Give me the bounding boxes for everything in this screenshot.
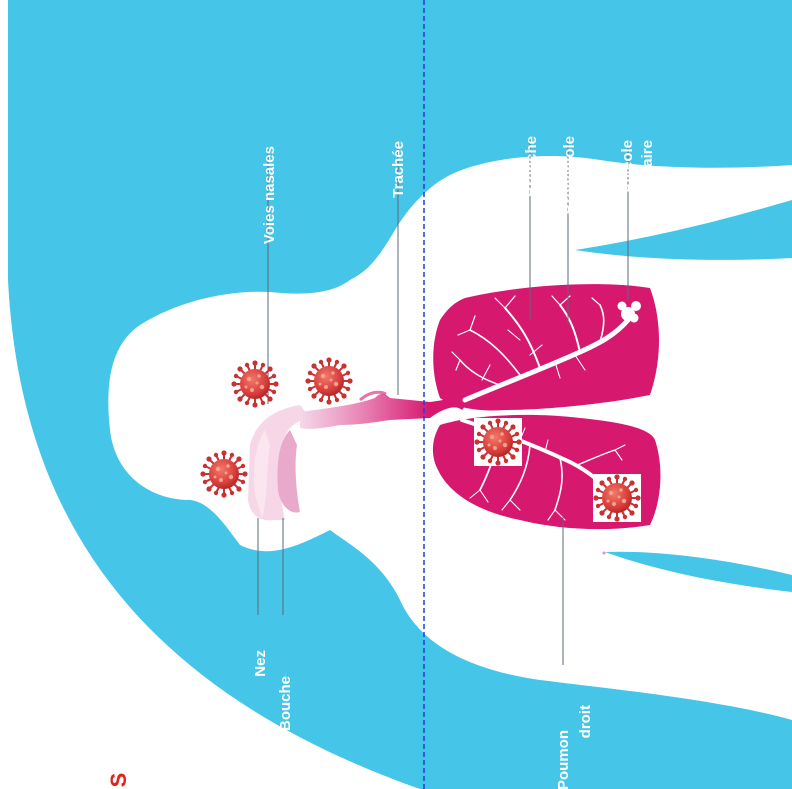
- label-trachee: Trachée: [390, 141, 407, 198]
- virus-icon: [593, 474, 641, 522]
- virus-icon: [474, 418, 522, 466]
- label-voies-nasales: Voies nasales: [261, 146, 278, 244]
- virus-icon: [231, 360, 278, 407]
- label-poumon: Poumon: [555, 730, 572, 789]
- virus-icon: [200, 450, 247, 497]
- corner-mark: S: [106, 773, 131, 788]
- virus-icon: [305, 357, 352, 404]
- label-bouche: Bouche: [277, 676, 294, 731]
- label-bronchiole: Bronchiole: [561, 136, 578, 214]
- label-alveole: Alvéole: [619, 140, 636, 193]
- label-bronche: Bronche: [523, 136, 540, 197]
- label-nez: Nez: [252, 650, 269, 677]
- label-droit: droit: [577, 705, 594, 738]
- label-pulmonaire: pulmonaire: [639, 140, 656, 221]
